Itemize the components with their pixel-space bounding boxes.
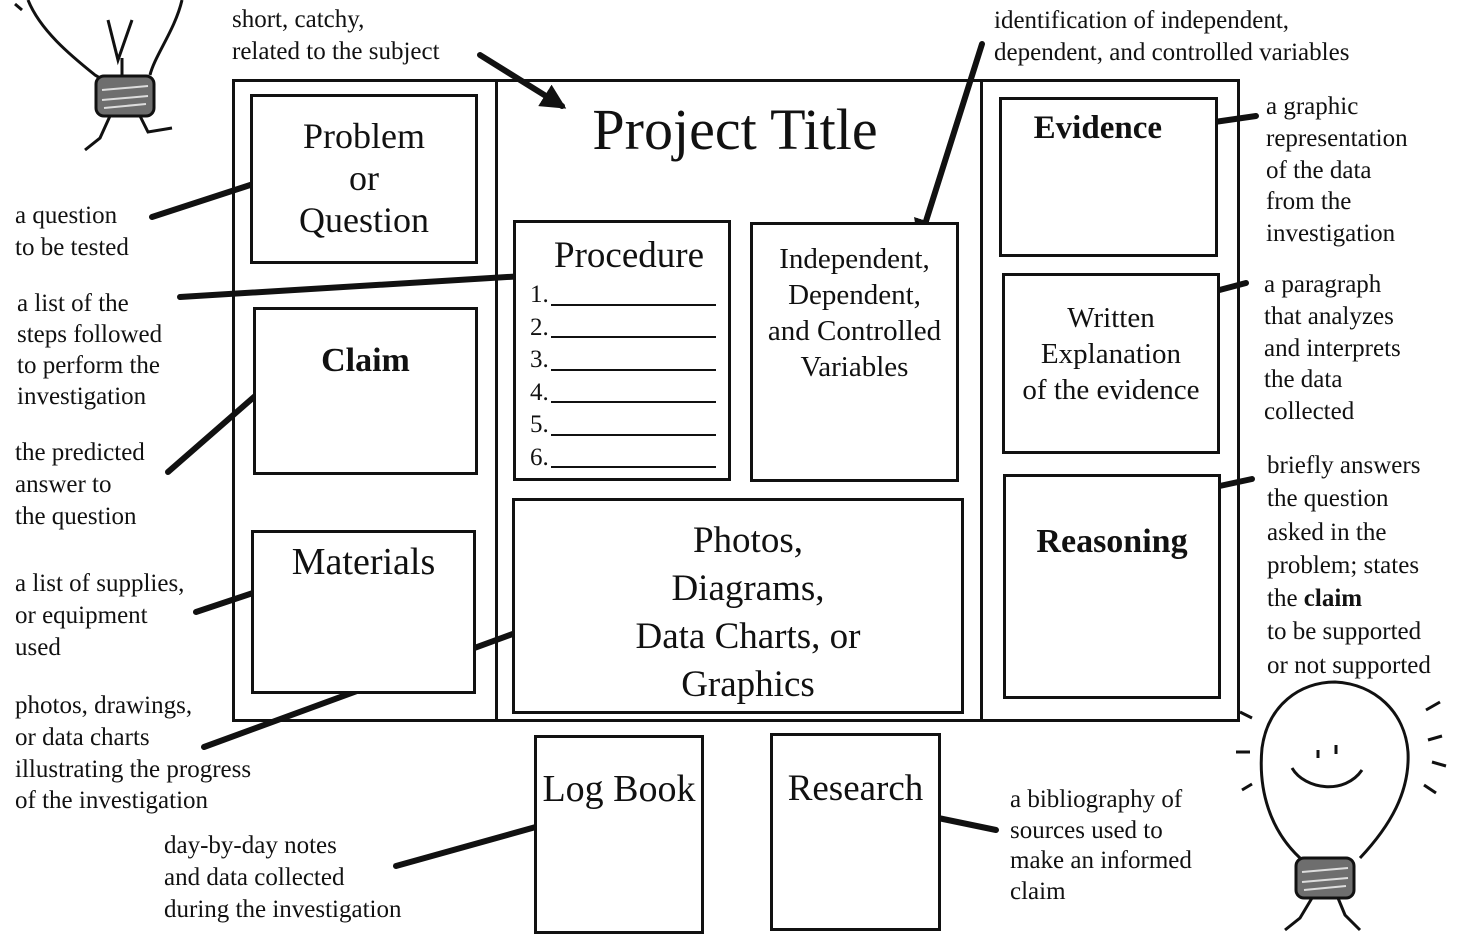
- research-label: Research: [787, 768, 924, 809]
- claim-box: Claim: [253, 307, 478, 475]
- procedure-step: 2.: [530, 312, 716, 345]
- photos-label-line1: Photos,: [692, 520, 803, 561]
- claim-label: Claim: [321, 342, 410, 379]
- procedure-step: 4.: [530, 377, 716, 410]
- written-explanation-box: Written Explanation of the evidence: [1002, 273, 1220, 454]
- procedure-step: 6.: [530, 442, 716, 475]
- procedure-box: Procedure 1. 2. 3. 4. 5. 6.: [513, 220, 731, 481]
- title-annotation: short, catchy, related to the subject: [232, 6, 440, 65]
- variables-box: Independent, Dependent, and Controlled V…: [750, 222, 959, 482]
- materials-label: Materials: [291, 541, 436, 583]
- evidence-label: Evidence: [1033, 110, 1162, 146]
- research-annotation: a bibliography of sources used to make a…: [1010, 786, 1192, 905]
- procedure-steps: 1. 2. 3. 4. 5. 6.: [530, 279, 716, 474]
- reasoning-box: Reasoning: [1003, 474, 1221, 699]
- photos-annotation: photos, drawings, or data charts illustr…: [15, 692, 252, 815]
- logbook-annotation: day-by-day notes and data collected duri…: [164, 832, 402, 923]
- project-title: Project Title: [592, 97, 878, 162]
- reasoning-annotation: briefly answers the question asked in th…: [1267, 452, 1431, 679]
- written-label-line2: Explanation: [1040, 338, 1182, 370]
- problem-box: Problem or Question: [250, 94, 478, 264]
- procedure-label: Procedure: [554, 235, 704, 276]
- logbook-box: Log Book: [534, 735, 704, 934]
- materials-annotation: a list of supplies, or equipment used: [15, 570, 185, 661]
- photos-label-line4: Graphics: [681, 664, 815, 705]
- reasoning-annotation-claim: claim: [1303, 585, 1363, 612]
- smiley-lightbulb-icon: [1236, 680, 1447, 932]
- reasoning-label: Reasoning: [1036, 523, 1188, 560]
- evidence-annotation: a graphic representation of the data fro…: [1266, 93, 1408, 247]
- question-annotation: a question to be tested: [15, 202, 129, 261]
- photos-label-line3: Data Charts, or: [635, 616, 861, 657]
- logbook-label: Log Book: [542, 768, 696, 810]
- steps-annotation: a list of the steps followed to perform …: [17, 290, 163, 410]
- problem-label-line3: Question: [299, 200, 429, 240]
- lightbulb-icon: [14, 0, 184, 152]
- written-label-line1: Written: [1067, 302, 1155, 334]
- materials-box: Materials: [251, 530, 476, 694]
- variables-annotation: identification of independent, dependent…: [994, 7, 1350, 66]
- variables-label-line1: Independent,: [779, 243, 930, 275]
- variables-label-line4: Variables: [800, 351, 909, 383]
- variables-label-line2: Dependent,: [788, 279, 921, 311]
- problem-label-line2: or: [349, 158, 379, 198]
- photos-label-line2: Diagrams,: [671, 568, 825, 609]
- written-label-line3: of the evidence: [1022, 374, 1200, 406]
- procedure-step: 3.: [530, 344, 716, 377]
- evidence-box: Evidence: [999, 97, 1218, 257]
- procedure-step: 1.: [530, 279, 716, 312]
- photos-box: Photos, Diagrams, Data Charts, or Graphi…: [512, 498, 964, 714]
- procedure-step: 5.: [530, 409, 716, 442]
- right-panel: [980, 79, 1240, 722]
- research-box: Research: [770, 733, 941, 931]
- written-annotation: a paragraph that analyzes and interprets…: [1264, 271, 1401, 425]
- problem-label-line1: Problem: [303, 116, 425, 156]
- variables-label-line3: and Controlled: [767, 315, 942, 347]
- claim-annotation: the predicted answer to the question: [15, 439, 145, 530]
